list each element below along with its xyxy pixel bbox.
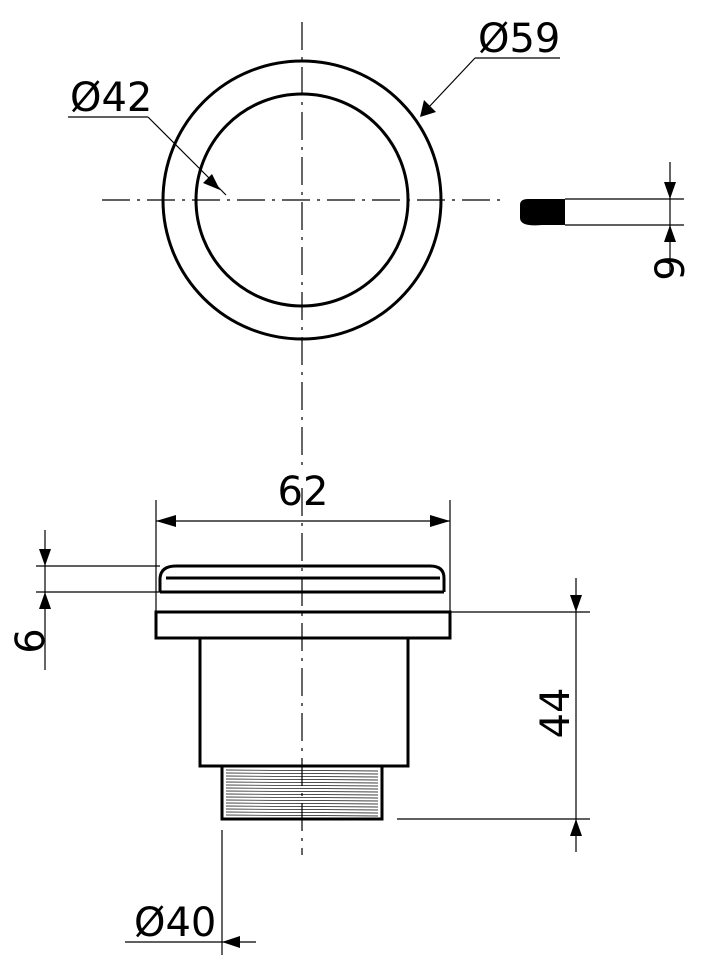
arrow-icon — [39, 549, 51, 566]
arrow-icon — [570, 819, 582, 836]
top-view — [102, 22, 500, 470]
thread-line — [225, 799, 379, 802]
thread-diameter-dimension: Ø40 — [125, 830, 256, 955]
arrow-icon — [430, 515, 450, 527]
thread-line — [225, 772, 379, 775]
thread-line — [225, 781, 379, 784]
body — [198, 636, 410, 768]
thread-line — [225, 784, 379, 787]
overall-width-dimension: 62 — [155, 469, 451, 612]
thread-line — [225, 808, 379, 811]
outer-diameter-dimension: Ø59 — [420, 16, 560, 117]
body-height-label: 44 — [533, 688, 579, 739]
cap-height-label: 6 — [8, 628, 54, 653]
overall-width-label: 62 — [278, 469, 329, 515]
arrow-icon — [203, 174, 220, 190]
arrow-icon — [420, 100, 436, 117]
arrow-icon — [156, 515, 176, 527]
thread-line — [225, 805, 379, 808]
thread-line — [225, 778, 379, 781]
cap-height-dimension: 6 — [8, 530, 160, 670]
arrow-icon — [570, 595, 582, 612]
flange — [154, 610, 452, 640]
inner-diameter-dimension: Ø42 — [68, 75, 227, 196]
thread-line — [225, 814, 379, 817]
inner-diameter-label: Ø42 — [70, 75, 152, 121]
side-thickness-dimension: 9 — [520, 162, 694, 281]
thread-line — [225, 787, 379, 790]
thread-line — [225, 790, 379, 793]
thread-diameter-label: Ø40 — [134, 900, 216, 946]
outer-diameter-label: Ø59 — [478, 16, 560, 62]
arrow-icon — [39, 592, 51, 609]
thread-line — [225, 793, 379, 796]
body-height-dimension: 44 — [397, 578, 590, 852]
thread-lines — [225, 769, 379, 817]
thread-line — [225, 775, 379, 778]
thread — [220, 764, 384, 821]
side-profile — [520, 199, 565, 226]
thread-line — [225, 811, 379, 814]
side-view — [154, 488, 452, 855]
thread-line — [225, 802, 379, 805]
arrow-icon — [664, 182, 676, 199]
thread-line — [225, 769, 379, 772]
side-thickness-label: 9 — [648, 255, 694, 280]
cap-top — [158, 564, 446, 592]
arrow-icon — [664, 225, 676, 242]
arrow-icon — [222, 936, 240, 948]
thread-line — [225, 796, 379, 799]
